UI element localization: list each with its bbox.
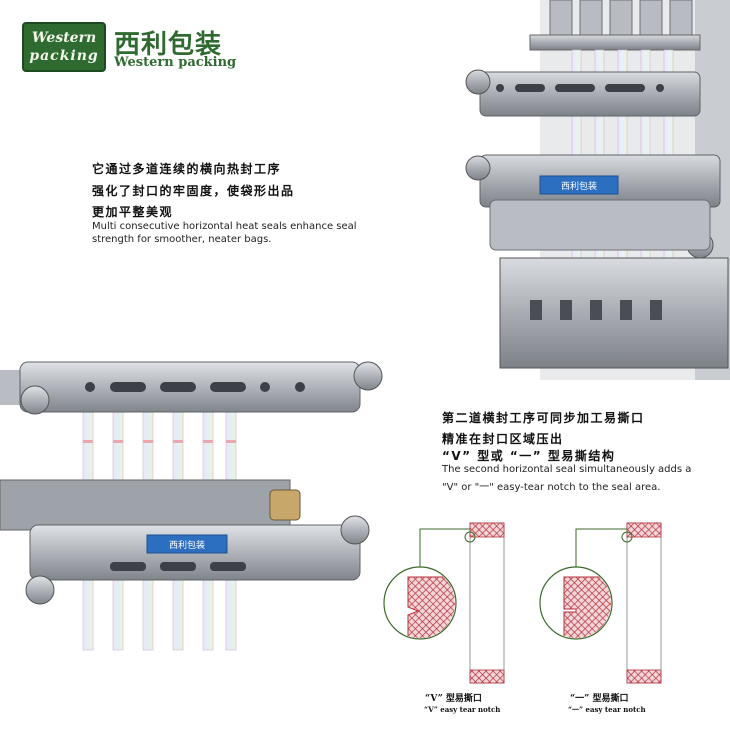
straight-notch-caption-cn: “一” 型易撕口 — [570, 694, 629, 704]
logo-badge-line1: Western — [31, 30, 97, 46]
v-notch-caption-cn: “V” 型易撕口 — [425, 694, 482, 704]
logo-english-name: Western packing — [114, 55, 237, 70]
feature2-en-line1: The second horizontal seal simultaneousl… — [442, 464, 692, 475]
feature1-cn-line2: 强化了封口的牢固度，使袋形出品 — [92, 184, 295, 198]
notch-diagrams — [383, 522, 662, 684]
top-machine-label-text: 西利包装 — [561, 180, 597, 192]
straight-notch-diagram — [539, 522, 662, 684]
bottom-machine-label-text: 西利包装 — [169, 539, 205, 551]
feature2-cn-line1: 第二道横封工序可同步加工易撕口 — [442, 411, 645, 425]
feature2-cn-line2: 精准在封口区域压出 — [442, 432, 564, 446]
feature1-cn-line1: 它通过多道连续的横向热封工序 — [92, 162, 282, 176]
feature2-en-line2: "V" or "一" easy-tear notch to the seal a… — [442, 482, 661, 493]
logo-badge-line2: packing — [29, 48, 99, 64]
v-notch-diagram — [383, 522, 505, 684]
feature1-cn-line3: 更加平整美观 — [92, 205, 174, 219]
v-notch-caption-en: “V” easy tear notch — [424, 705, 501, 714]
straight-notch-caption-en: “一” easy tear notch — [568, 705, 646, 714]
feature2-cn-line3: “V” 型或 “一” 型易撕结构 — [442, 449, 616, 463]
feature1-en-line1: Multi consecutive horizontal heat seals … — [92, 221, 357, 232]
logo-badge: Western packing — [22, 22, 106, 72]
top-machine-illustration: 西利包装 — [465, 0, 730, 380]
feature1-en-line2: strength for smoother, neater bags. — [92, 234, 272, 245]
logo-chinese-name: 西利包装 — [114, 30, 223, 60]
bottom-machine-illustration: 西利包装 — [0, 361, 383, 651]
